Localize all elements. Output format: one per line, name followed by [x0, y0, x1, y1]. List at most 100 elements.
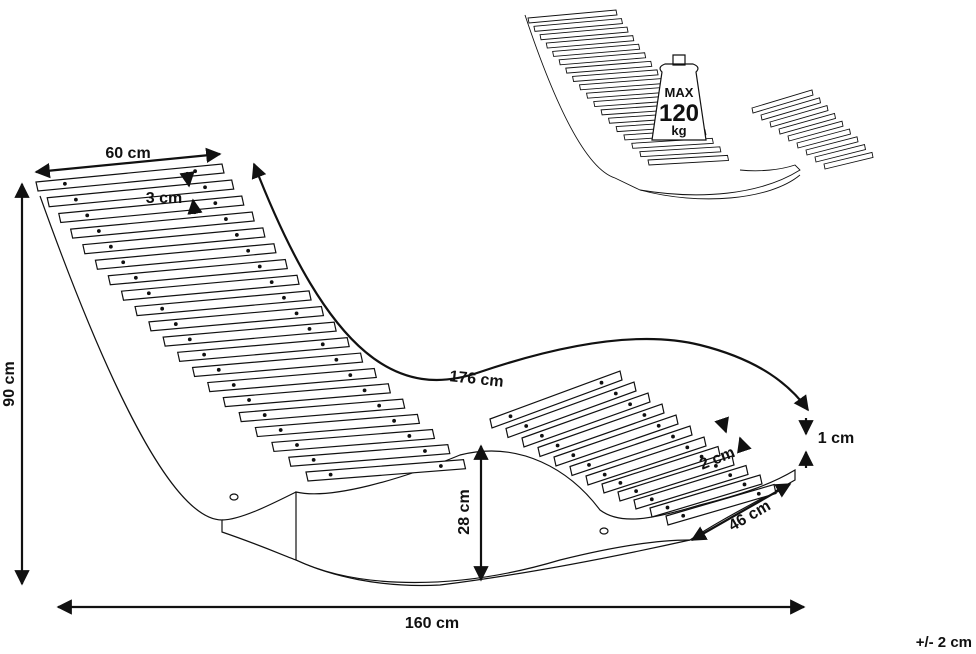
slat: [271, 428, 436, 453]
rocker-base: [295, 539, 691, 584]
side-frame: [39, 195, 796, 587]
width-dimension-line: [34, 147, 222, 179]
thumbnail-slat: [558, 52, 647, 66]
foot-width-dimension-line: [690, 483, 792, 541]
slat-screw: [257, 264, 262, 269]
total-length-label: 160 cm: [405, 615, 459, 632]
slat-screw: [362, 388, 367, 393]
slat: [585, 436, 707, 486]
slat-screw: [328, 472, 333, 477]
slat-screw: [634, 489, 638, 494]
dimension-lines: [14, 147, 814, 615]
thumbnail-slat: [565, 60, 653, 74]
slat-gap-label: 3 cm: [146, 190, 182, 207]
slat-screw: [63, 181, 67, 186]
seat-width-label: 60 cm: [105, 145, 150, 162]
slat-screw: [628, 402, 632, 407]
slat-screw: [73, 197, 78, 202]
thumbnail-slat: [769, 105, 829, 128]
thumbnail-slats: [527, 9, 874, 170]
thumbnail-slat: [527, 9, 618, 24]
slat-screw: [133, 275, 138, 280]
bolt-hole: [599, 527, 609, 535]
slat-screw: [278, 428, 283, 432]
slat-screw: [642, 413, 647, 417]
slat-screw: [224, 217, 228, 221]
foot-thickness-label: 1 cm: [818, 430, 854, 447]
thumbnail-slat: [533, 18, 623, 32]
slat-screw: [320, 342, 325, 347]
thumbnail-slat: [814, 144, 867, 163]
thumbnail-slat: [545, 35, 635, 49]
thumbnail-slat: [823, 151, 874, 170]
slat-screw: [540, 433, 544, 438]
slat-screw: [203, 185, 207, 190]
slat-screw: [728, 473, 733, 478]
slat-screw: [524, 424, 529, 428]
lounger-drawing: [35, 163, 796, 587]
thumbnail-lounger: [524, 9, 874, 200]
slats-group: [35, 163, 777, 526]
slat-screw: [613, 391, 618, 396]
slat-screw: [173, 322, 178, 326]
slat-screw: [665, 505, 670, 510]
slat-screw: [294, 311, 299, 316]
weight-icon: [651, 54, 707, 141]
dimension-labels: 60 cm 3 cm 90 cm 176 cm 1 cm 2 cm 46 cm …: [1, 145, 972, 651]
slat-screw: [246, 248, 251, 253]
slat-screw: [108, 244, 113, 249]
slat-screw: [231, 383, 236, 387]
slat-screw: [307, 326, 312, 331]
slat-screw: [160, 306, 165, 311]
slat-screw: [121, 260, 126, 265]
slat-screw: [571, 453, 576, 458]
slat-screw: [756, 491, 761, 496]
slat-screw: [599, 380, 604, 385]
slat-screw: [334, 357, 339, 362]
slat-screw: [438, 464, 443, 468]
max-weight-badge: MAX 120 kg: [651, 54, 707, 141]
slat-screw: [234, 233, 239, 237]
slat: [288, 443, 451, 467]
slat: [553, 414, 679, 467]
curve-length-dimension-line: [251, 162, 809, 412]
slat-screw: [193, 169, 198, 174]
thumbnail-slat: [539, 26, 629, 41]
slat-screw: [146, 291, 151, 296]
slat-screw: [699, 454, 704, 459]
slat: [569, 425, 693, 477]
slat-screw: [602, 472, 607, 477]
slat-screw: [213, 201, 218, 206]
foot-gap-arrow-bottom: [737, 436, 752, 454]
weight-unit: kg: [671, 123, 686, 138]
slat-screw: [649, 497, 654, 502]
clearance-label: 28 cm: [456, 489, 473, 534]
weight-value: 120: [659, 100, 699, 127]
slat-gap-arrow-bottom: [187, 198, 203, 215]
thumbnail-slat: [778, 112, 837, 135]
slat-screw: [742, 482, 747, 487]
slat-screw: [618, 480, 623, 485]
slat-screw: [685, 445, 690, 450]
slat-screw: [407, 434, 412, 438]
slat-screw: [377, 403, 382, 408]
thumbnail-slat: [787, 120, 844, 142]
slat-screw: [247, 398, 251, 402]
slat: [537, 403, 665, 458]
slat-screw: [269, 280, 274, 285]
slat: [617, 455, 735, 502]
slat-screw: [295, 443, 299, 447]
thumbnail-slat: [796, 128, 852, 149]
slat-screw: [508, 414, 513, 419]
slat-gap-arrow-top: [179, 171, 195, 188]
slat: [305, 459, 467, 482]
thumbnail-slat: [639, 146, 722, 158]
slat-screw: [671, 434, 675, 439]
slat-screw: [681, 513, 686, 518]
thumbnail-slat: [751, 89, 814, 114]
thumbnail-slat: [647, 154, 730, 166]
weight-max-label: MAX: [665, 85, 694, 100]
tolerance-note: +/- 2 cm: [916, 634, 972, 651]
slat-screw: [262, 413, 267, 417]
